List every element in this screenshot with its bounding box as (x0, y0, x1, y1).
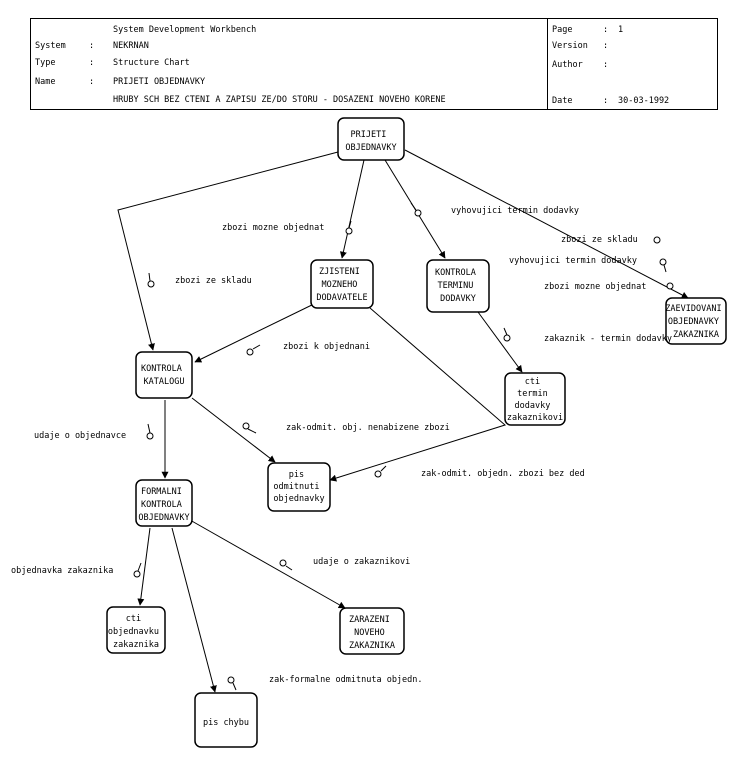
data-couple-icon (345, 220, 353, 235)
flow-label-vyhovujici-termin-2: vyhovujici termin dodavky (509, 256, 637, 266)
node-text-zjisteni: ZJISTENI MOZNEHO DODAVATELE (316, 267, 367, 303)
workbench-title: System Development Workbench (113, 25, 257, 35)
node-text-kontrola-terminu: KONTROLA TERMINU DODAVKY (435, 268, 481, 304)
module-zarazeni-noveho-zakaznika (339, 607, 405, 655)
module-formalni-kontrola-objednavky (135, 479, 193, 527)
flow-label-zbozi-ze-skladu-2: zbozi ze skladu (561, 235, 638, 245)
node-text-zaevidovani: ZAEVIDOVANI OBJEDNAVKY ZAKAZNIKA (665, 304, 726, 340)
connector-formalni-chybu (171, 527, 217, 693)
version-label: Version (552, 41, 588, 51)
chart-subtitle: HRUBY SCH BEZ CTENI A ZAPISU ZE/DO STORU… (113, 95, 446, 105)
module-prijeti-objednavky (337, 117, 405, 161)
system-label: System (35, 41, 66, 51)
date-colon: : (603, 96, 609, 106)
type-value: Structure Chart (113, 58, 190, 68)
flow-label-zak-odmit-nenabizene: zak-odmit. obj. nenabizene zbozi (286, 423, 450, 433)
data-couple-icon (374, 465, 387, 478)
flow-label-zakaznik-termin: zakaznik - termin dodavky (544, 334, 672, 344)
module-zjisteni-mozneho-dodavatele (310, 259, 374, 309)
header-box: System Development Workbench System : NE… (30, 18, 718, 110)
data-couple-icon (659, 258, 667, 273)
node-text-pis-chybu: pis chybu (203, 718, 249, 728)
flow-label-udaje-o-objednavce: udaje o objednavce (34, 431, 126, 441)
module-zaevidovani-objednavky-zakaznika (665, 297, 727, 345)
type-label: Type (35, 58, 56, 68)
node-text-cti-objednavku: cti objednavku zakaznika (108, 614, 164, 650)
connector-zjisteni-pis (329, 307, 507, 482)
author-label: Author (552, 60, 583, 70)
connector-prijeti-katalog (117, 151, 339, 351)
date-value: 30-03-1992 (618, 96, 670, 106)
page-label: Page (552, 25, 573, 35)
node-text-zarazeni: ZARAZENI NOVEHO ZAKAZNIKA (349, 615, 395, 651)
flow-label-zbozi-mozne-objednat: zbozi mozne objednat (222, 223, 324, 233)
node-text-pis-odmitnuti: pis odmitnuti objednavky (273, 470, 324, 504)
flow-label-udaje-o-zakaznikovi: udaje o zakaznikovi (313, 557, 410, 567)
module-kontrola-katalogu (135, 351, 193, 399)
name-value: PRIJETI OBJEDNAVKY (113, 77, 206, 87)
system-value: NEKRNAN (113, 41, 149, 51)
connector-formalni-cti (137, 527, 151, 606)
data-couple-icon (279, 559, 293, 571)
data-couple-icon (133, 562, 142, 578)
date-label: Date (552, 96, 573, 106)
node-text-formalni: FORMALNI KONTROLA OBJEDNAVKY (138, 487, 189, 523)
module-pis-chybu (194, 692, 258, 748)
connector-zjisteni-katalog (194, 301, 319, 363)
flow-label-objednavka-zakaznika: objednavka zakaznika (11, 566, 113, 576)
connector-formalni-zarazeni (189, 519, 346, 609)
module-cti-termin-dodavky (504, 372, 566, 426)
module-pis-odmitnuti-objednavky (267, 462, 331, 512)
flow-label-zak-odmit-bez-ded: zak-odmit. objedn. zbozi bez ded (421, 469, 585, 479)
connector-prijeti-zjisteni (339, 159, 365, 259)
data-couple-icon (227, 676, 237, 691)
data-couple-icon (146, 423, 154, 440)
data-couple-icon (503, 327, 511, 342)
module-kontrola-terminu-dodavky (426, 259, 490, 313)
flow-label-zbozi-ze-skladu: zbozi ze skladu (175, 276, 252, 286)
node-text-kontrola-katalogu: KONTROLA KATALOGU (141, 364, 187, 387)
data-couple-icon (147, 272, 155, 288)
data-couple-icon (653, 236, 661, 244)
connector-katalog-pis (191, 397, 276, 463)
node-text-cti-termin: cti termin dodavky zakaznikovi (507, 377, 563, 423)
page-value: 1 (618, 25, 624, 35)
flow-label-zbozi-mozne-objednat-2: zbozi mozne objednat (544, 282, 646, 292)
type-colon: : (89, 58, 95, 68)
flow-label-zbozi-k-objednani: zbozi k objednani (283, 342, 370, 352)
name-label: Name (35, 77, 56, 87)
header-divider (547, 19, 548, 109)
flow-label-zak-formalne: zak-formalne odmitnuta objedn. (269, 675, 423, 685)
node-text-prijeti: PRIJETI OBJEDNAVKY (345, 130, 396, 153)
module-cti-objednavku-zakaznika (106, 606, 166, 654)
data-couple-icon (410, 202, 422, 217)
connector-termin-cti (477, 311, 523, 373)
version-colon: : (603, 41, 609, 51)
page-colon: : (603, 25, 609, 35)
name-colon: : (89, 77, 95, 87)
flow-label-vyhovujici-termin: vyhovujici termin dodavky (451, 206, 579, 216)
connector-prijeti-zaevidovani (404, 149, 689, 299)
data-couple-icon (246, 344, 261, 356)
data-couple-icon (242, 422, 257, 434)
system-colon: : (89, 41, 95, 51)
author-colon: : (603, 60, 609, 70)
data-couple-icon (666, 282, 674, 290)
